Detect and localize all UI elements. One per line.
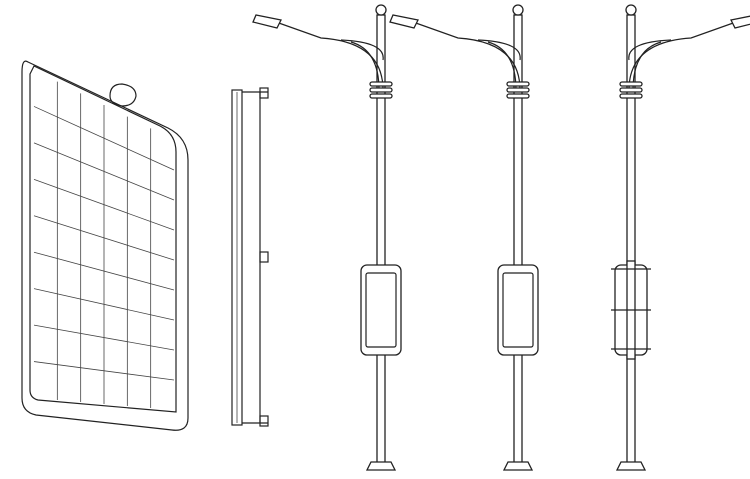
panel-front-view (21, 60, 189, 431)
panel-side-view (231, 87, 269, 427)
lamp-arm-brace (477, 39, 521, 61)
display-screen-housing (360, 264, 402, 356)
grid-row-line (33, 251, 175, 291)
led-lamp-head (730, 15, 750, 29)
street-light-pole-1 (252, 4, 402, 471)
grid-row-line (33, 215, 175, 261)
lamp-arm (628, 21, 737, 91)
grid-row-line (33, 178, 175, 231)
clamp-ring (506, 87, 530, 93)
display-screen-housing (497, 264, 539, 356)
panel-cell-grid (33, 81, 175, 408)
grid-row-line (33, 288, 175, 321)
clamp-ring (619, 93, 643, 99)
lamp-arm-brace (340, 39, 384, 61)
display-screen (502, 272, 534, 348)
led-lamp-head (389, 14, 419, 29)
clamp-ring (369, 93, 393, 99)
pole-finial (375, 4, 387, 16)
clamp-ring (619, 87, 643, 93)
clamp-ring (619, 81, 643, 87)
pole-finial (625, 4, 637, 16)
grid-row-line (33, 324, 175, 351)
grid-row-line (33, 142, 175, 201)
grid-row-line (33, 106, 175, 171)
base-plate (365, 461, 397, 471)
led-lamp-head (252, 14, 282, 29)
base-plate (502, 461, 534, 471)
lamp-arm (412, 21, 521, 91)
clamp-ring (506, 93, 530, 99)
lamp-arm-brace (628, 39, 672, 61)
grid-row-line (33, 361, 175, 381)
lamp-arm (275, 21, 384, 91)
street-light-pole-2 (389, 4, 539, 471)
clamp-ring (369, 81, 393, 87)
pole-finial (512, 4, 524, 16)
base-plate (615, 461, 647, 471)
clamp-ring (506, 81, 530, 87)
clamp-ring (369, 87, 393, 93)
display-screen (365, 272, 397, 348)
street-light-pole-3 (611, 4, 750, 471)
